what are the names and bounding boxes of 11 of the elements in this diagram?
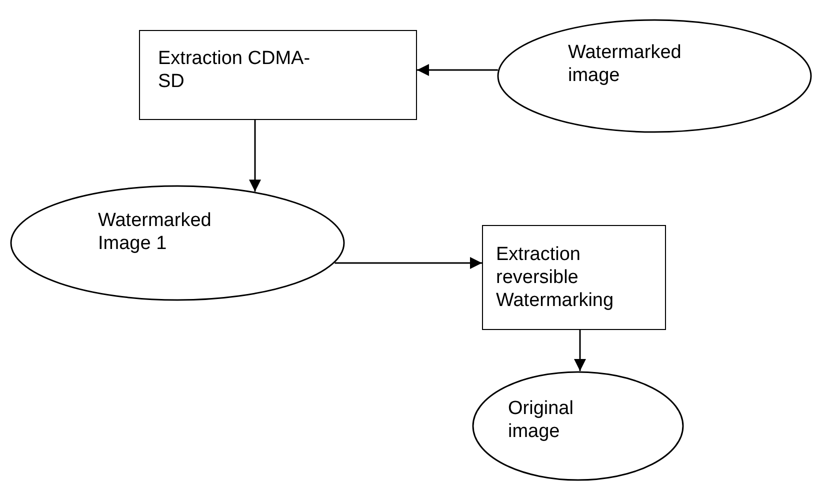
node-label: Original image (508, 397, 574, 443)
arrow (334, 257, 482, 269)
node-label: Watermarked image (568, 41, 682, 87)
arrow (574, 330, 586, 371)
node-label: Extraction CDMA-SD (158, 47, 312, 93)
node-label: Watermarked Image 1 (98, 209, 212, 255)
arrow (417, 64, 498, 76)
process-box (482, 225, 666, 330)
node-label: Extraction reversible Watermarking (496, 243, 615, 312)
process-box (139, 30, 417, 120)
arrow (249, 120, 261, 192)
